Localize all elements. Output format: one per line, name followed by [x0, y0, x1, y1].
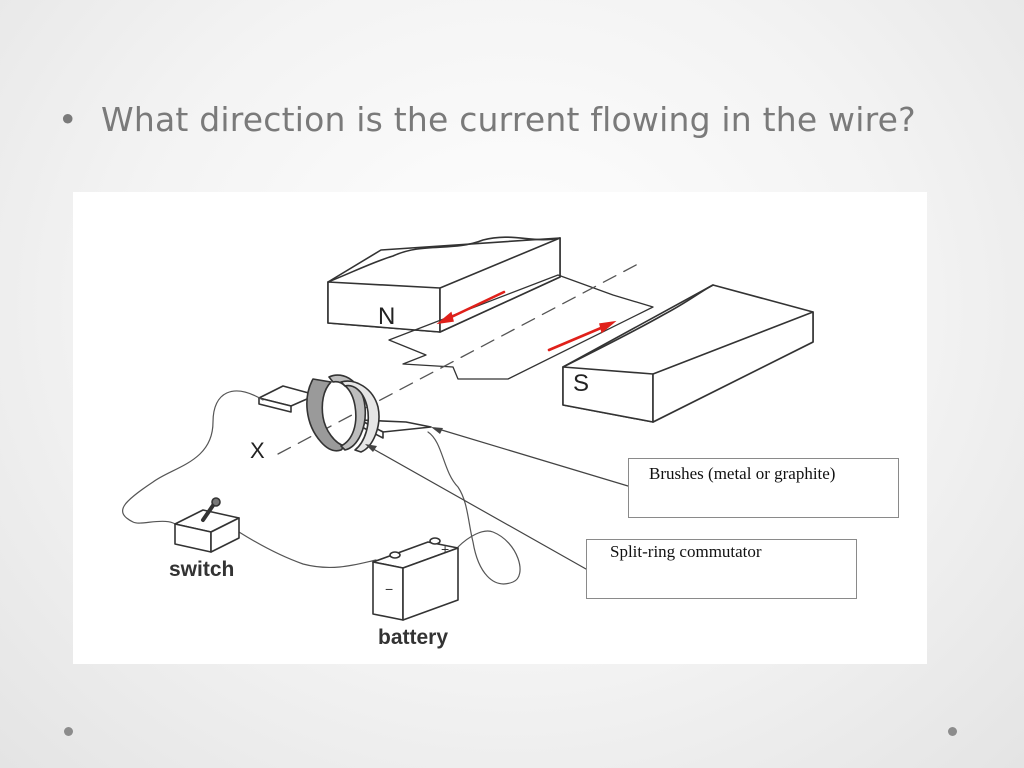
current-arrow-south: [547, 323, 610, 352]
brushes-pointer: [434, 427, 629, 487]
battery-plus-label: +: [441, 541, 449, 557]
coil-loop: [388, 274, 654, 380]
bullet-marker: •: [58, 100, 78, 139]
current-arrow-north: [443, 290, 506, 322]
split-ring-commutator: [306, 374, 380, 453]
battery-minus-label: −: [385, 581, 393, 597]
question-text: What direction is the current flowing in…: [101, 100, 916, 139]
brushes-callout-text: Brushes (metal or graphite): [649, 464, 836, 483]
battery-body: [372, 537, 459, 621]
south-label: S: [573, 370, 589, 397]
slide-corner-dot-right: [948, 727, 957, 736]
south-magnet: [562, 284, 814, 423]
switch-body: [174, 497, 240, 553]
commutator-callout-text: Split-ring commutator: [610, 542, 762, 561]
slide-corner-dot-left: [64, 727, 73, 736]
motor-diagram: N S X switch battery − + Brushes (metal …: [73, 192, 927, 664]
current-arrow-south-head: [599, 320, 617, 334]
wire-switch-battery: [238, 531, 377, 569]
wire-left: [122, 390, 264, 533]
north-label: N: [378, 303, 395, 330]
axis-label: X: [250, 438, 265, 463]
battery-label: battery: [378, 626, 448, 649]
wire-right: [427, 431, 521, 585]
motor-diagram-drawing: N S X switch battery − +: [122, 236, 814, 649]
commutator-pointer: [367, 445, 587, 570]
switch-label: switch: [169, 558, 234, 581]
commutator-callout: Split-ring commutator: [586, 539, 857, 599]
current-arrow-north-head: [436, 311, 454, 325]
brushes: [258, 385, 432, 439]
brushes-callout: Brushes (metal or graphite): [628, 458, 899, 518]
north-magnet: [327, 236, 561, 333]
current-arrows: [436, 290, 617, 352]
